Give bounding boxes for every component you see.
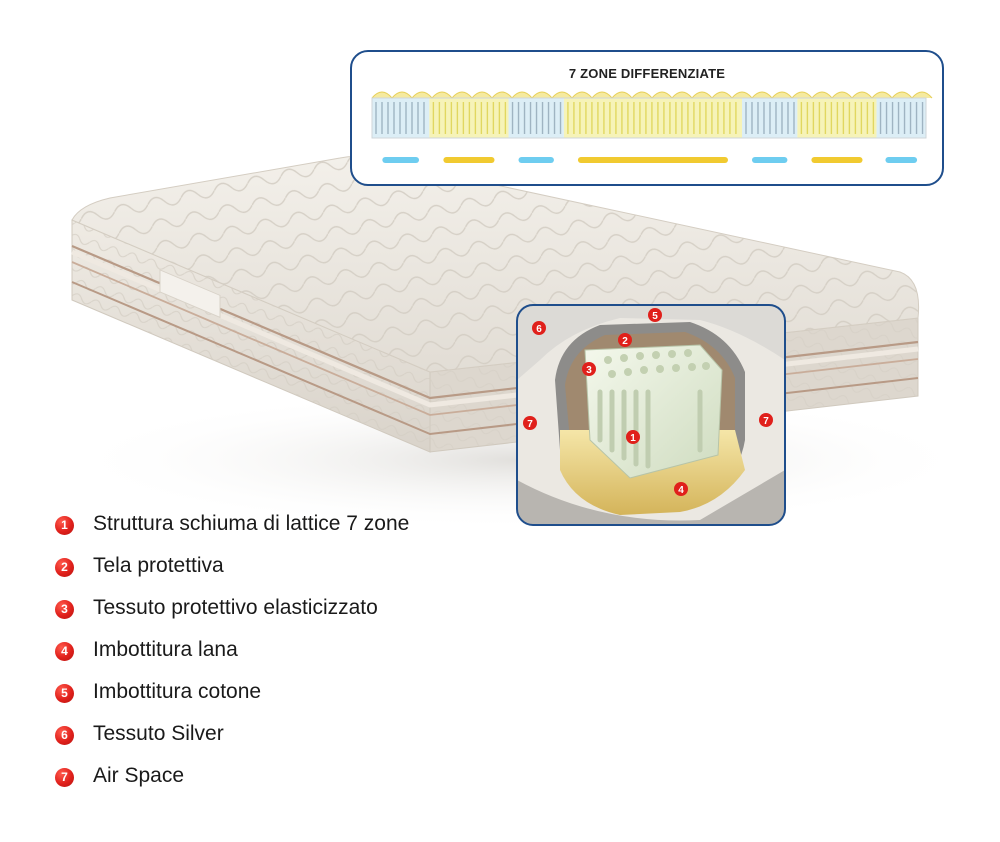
svg-text:3: 3 [586,365,592,376]
callout-badge: 2 [618,333,632,347]
legend-label: Air Space [93,764,185,787]
svg-text:4: 4 [678,485,684,496]
svg-text:7: 7 [527,419,533,430]
callout-badge: 3 [582,362,596,376]
svg-text:5: 5 [652,311,658,322]
legend-label: Imbottitura cotone [93,680,262,703]
legend-number-badge: 1 [55,516,74,535]
legend-label: Struttura schiuma di lattice 7 zone [93,512,410,535]
legend-number-badge: 5 [55,684,74,703]
svg-text:6: 6 [536,324,542,335]
callout-badge: 4 [674,482,688,496]
callout-badge: 7 [523,416,537,430]
cutaway-detail: 1 2 3 4 5 6 7 7 [516,304,786,526]
legend-label: Tessuto protettivo elasticizzato [93,596,378,619]
svg-text:2: 2 [622,336,628,347]
legend-label: Imbottitura lana [93,638,238,661]
legend-number-badge: 2 [55,558,74,577]
legend-number-badge: 7 [55,768,74,787]
callout-badge: 7 [759,413,773,427]
legend-number-badge: 6 [55,726,74,745]
legend-label: Tela protettiva [93,554,224,577]
callout-badge: 5 [648,308,662,322]
legend-number-badge: 3 [55,600,74,619]
zones-title: 7 ZONE DIFFERENZIATE [568,66,726,81]
legend-number-badge: 4 [55,642,74,661]
callout-badge: 6 [532,321,546,335]
svg-text:7: 7 [763,416,769,427]
cutaway-frame [516,304,786,526]
mattress [71,155,920,453]
callout-badge: 1 [626,430,640,444]
zones-panel: 7 ZONE DIFFERENZIATE [350,50,944,186]
svg-text:1: 1 [630,433,636,444]
legend-label: Tessuto Silver [93,722,224,745]
